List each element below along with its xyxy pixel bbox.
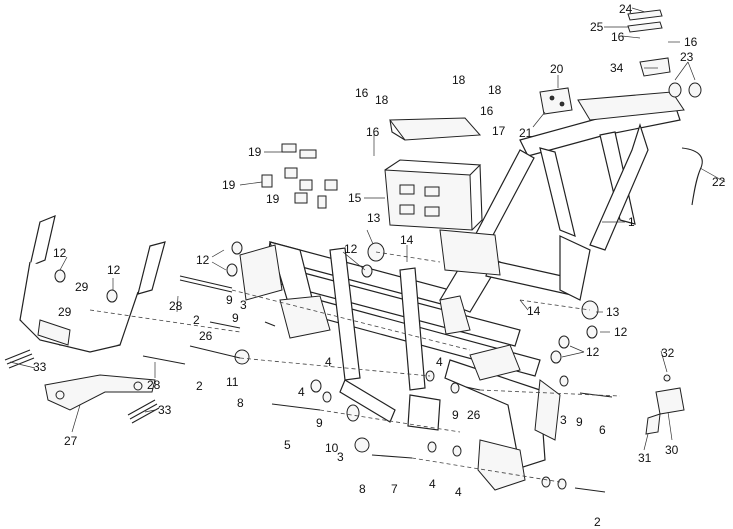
- callout-8: 8: [237, 396, 244, 410]
- callout-6: 6: [599, 423, 606, 437]
- callout-8: 8: [359, 482, 366, 496]
- callout-3: 3: [240, 298, 247, 312]
- callout-12: 12: [107, 263, 121, 277]
- callout-3: 3: [337, 450, 344, 464]
- callout-4: 4: [298, 385, 305, 399]
- callout-4: 4: [455, 485, 462, 499]
- footrest-plate: [44, 374, 156, 411]
- callout-26: 26: [199, 329, 213, 343]
- callout-30: 30: [665, 443, 679, 457]
- callout-9: 9: [226, 293, 233, 307]
- leader-lines: [9, 7, 726, 451]
- callout-19: 19: [266, 192, 280, 206]
- callout-9: 9: [576, 415, 583, 429]
- callout-3: 3: [560, 413, 567, 427]
- main-frame: [239, 91, 685, 491]
- callout-12: 12: [344, 242, 358, 256]
- callout-18: 18: [488, 83, 502, 97]
- callout-28: 28: [147, 378, 161, 392]
- callout-18: 18: [375, 93, 389, 107]
- callout-21: 21: [519, 126, 533, 140]
- battery-cover: [389, 117, 482, 141]
- callout-33: 33: [33, 360, 47, 374]
- callout-11: 11: [226, 375, 239, 389]
- callout-4: 4: [429, 477, 436, 491]
- callout-31: 31: [638, 451, 652, 465]
- callout-2: 2: [196, 379, 203, 393]
- callout-2: 2: [594, 515, 601, 529]
- callout-labels: 1 2 2 2 3 3 3 4 4 4 4 4 5 6 7 8 8 9 9 9 …: [33, 2, 726, 529]
- bushings: [54, 241, 599, 490]
- callout-14: 14: [527, 304, 541, 318]
- callout-13: 13: [606, 305, 620, 319]
- callout-16: 16: [355, 86, 369, 100]
- callout-12: 12: [614, 325, 628, 339]
- callout-20: 20: [550, 62, 564, 76]
- callout-23: 23: [680, 50, 694, 64]
- callout-9: 9: [232, 311, 239, 325]
- callout-15: 15: [348, 191, 362, 205]
- callout-29: 29: [58, 305, 72, 319]
- callout-32: 32: [661, 346, 675, 360]
- battery-box: [384, 159, 483, 231]
- callout-16: 16: [611, 30, 625, 44]
- callout-28: 28: [169, 299, 183, 313]
- callout-9: 9: [316, 416, 323, 430]
- callout-16: 16: [684, 35, 698, 49]
- side-stand-30: [645, 374, 685, 435]
- callout-16: 16: [480, 104, 494, 118]
- springs-33: [4, 349, 160, 424]
- callout-14: 14: [400, 233, 414, 247]
- callout-19: 19: [222, 178, 236, 192]
- callout-29: 29: [75, 280, 89, 294]
- callout-19: 19: [248, 145, 262, 159]
- callout-26: 26: [467, 408, 481, 422]
- callout-33: 33: [158, 403, 172, 417]
- callout-2: 2: [193, 313, 200, 327]
- callout-10: 10: [325, 441, 339, 455]
- plates-24-25-34: [627, 9, 671, 77]
- callout-12: 12: [586, 345, 600, 359]
- rubber-pads: [261, 143, 338, 209]
- rear-bracket: [19, 215, 166, 353]
- callout-17: 17: [492, 124, 506, 138]
- callout-1: 1: [628, 215, 635, 229]
- callout-16: 16: [366, 125, 380, 139]
- callout-25: 25: [590, 20, 604, 34]
- callout-24: 24: [619, 2, 633, 16]
- callout-34: 34: [610, 61, 624, 75]
- assembly-lines: [89, 251, 621, 483]
- callout-7: 7: [391, 482, 398, 496]
- callout-27: 27: [64, 434, 78, 448]
- cable-22: [681, 147, 703, 206]
- bolts: [142, 275, 613, 493]
- callout-12: 12: [53, 246, 67, 260]
- callout-18: 18: [452, 73, 466, 87]
- bracket-20: [539, 87, 573, 115]
- callout-9: 9: [452, 408, 459, 422]
- callout-12: 12: [196, 253, 210, 267]
- callout-5: 5: [284, 438, 291, 452]
- callout-4: 4: [325, 355, 332, 369]
- callout-13: 13: [367, 211, 381, 225]
- callout-4: 4: [436, 355, 443, 369]
- callout-22: 22: [712, 175, 726, 189]
- grommets-23: [668, 82, 702, 98]
